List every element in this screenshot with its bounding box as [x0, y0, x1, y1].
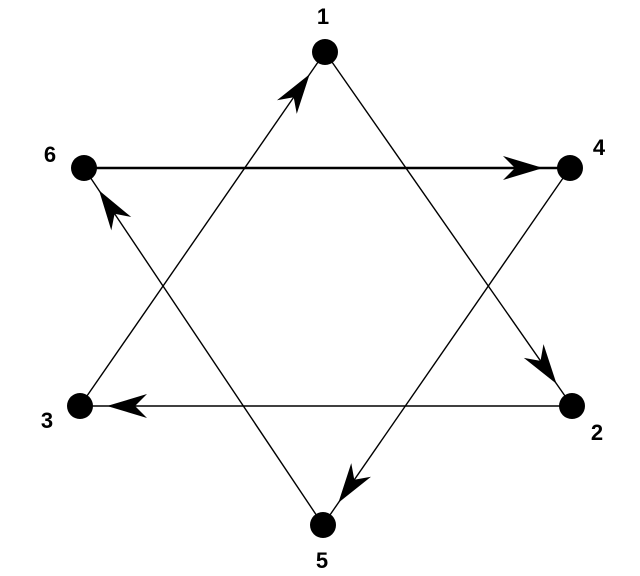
- node-label-2: 2: [591, 420, 603, 445]
- edge-3-to-1: [79, 51, 326, 407]
- node-label-4: 4: [593, 135, 606, 160]
- node-5: [310, 512, 336, 538]
- edge-4-to-5: [322, 167, 571, 526]
- node-label-3: 3: [41, 408, 53, 433]
- edges: [79, 51, 573, 526]
- nodes: [67, 39, 585, 538]
- node-3: [67, 393, 93, 419]
- arrowhead-1-to-2: [523, 344, 557, 384]
- arrowhead-3-to-1: [277, 74, 310, 114]
- arrowhead-5-to-6: [99, 190, 132, 231]
- edge-5-to-6: [83, 167, 324, 526]
- arrowhead-2-to-3: [107, 394, 147, 418]
- arrowhead-4-to-5: [338, 463, 371, 503]
- node-1: [312, 39, 338, 65]
- node-label-1: 1: [317, 4, 329, 29]
- edge-1-to-2: [324, 51, 573, 407]
- node-labels: 1 2 3 4 5 6: [41, 4, 606, 573]
- node-label-5: 5: [316, 548, 328, 573]
- node-label-6: 6: [44, 142, 56, 167]
- node-2: [559, 393, 585, 419]
- node-4: [557, 155, 583, 181]
- node-6: [71, 155, 97, 181]
- arrowhead-6-to-4: [503, 156, 543, 180]
